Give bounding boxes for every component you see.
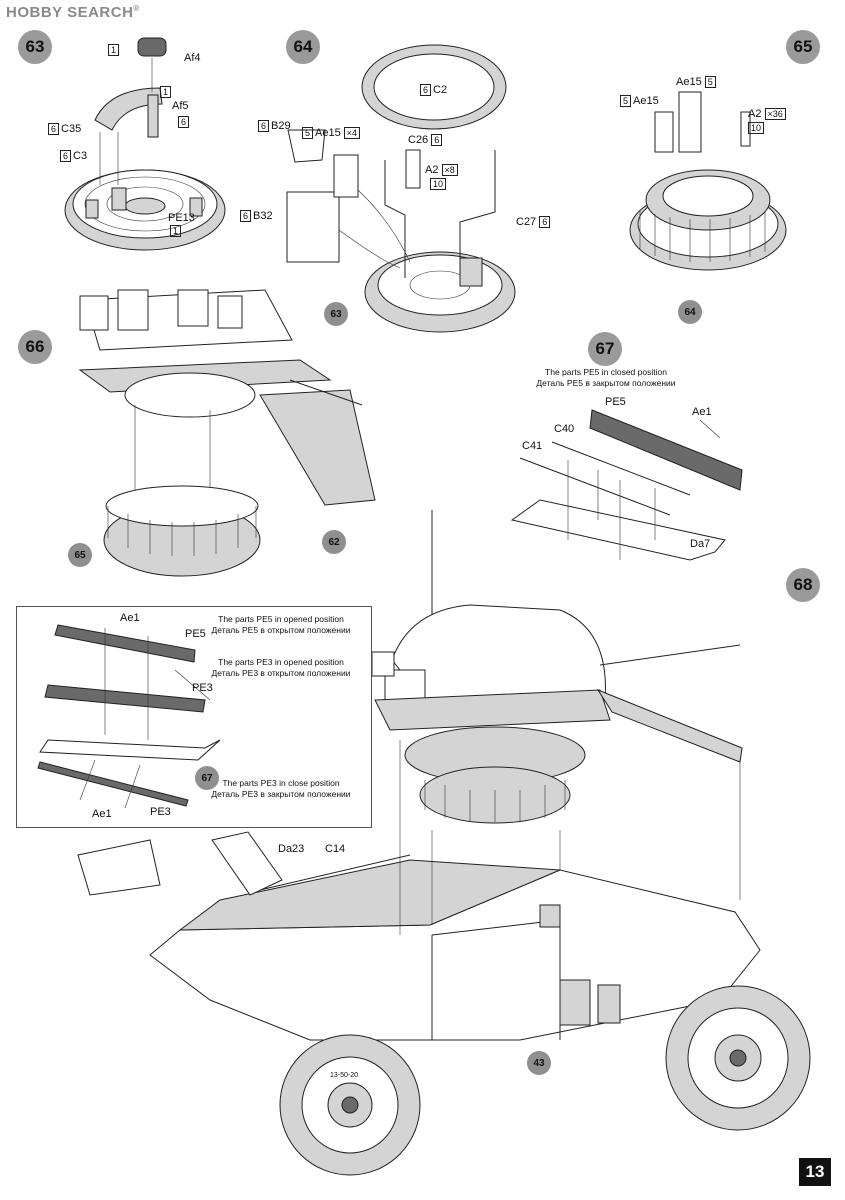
label-a2-box: 10 [430,178,448,190]
step65-drawing [629,91,787,271]
inset-drawing [37,624,221,809]
step-65-badge: 65 [786,30,820,64]
inset-label-pe5: PE5 [185,628,206,640]
label-ae1-67: Ae1 [692,406,712,418]
label-af5-box: 6 [178,116,191,128]
step-67-badge: 67 [588,332,622,366]
inset-panel [16,606,372,828]
label-c26: C26 6 [408,134,444,146]
inset-label-ae1-top: Ae1 [120,612,140,624]
ref-43-badge: 43 [527,1051,551,1075]
inset-note-pe3-close: The parts PE3 in close position Деталь P… [211,778,351,799]
ref-67-badge: 67 [195,766,219,790]
step-66-badge: 66 [18,330,52,364]
step-64-badge: 64 [286,30,320,64]
inset-note-pe3-open: The parts PE3 in opened position Деталь … [211,657,351,678]
label-ae15-top: Ae15 5 [676,76,718,88]
label-a2: A2 ×8 [425,164,460,176]
step67-drawing [510,409,743,561]
label-af4: 1 [108,44,121,56]
step68-drawing [77,510,811,1176]
label-pe5-67: PE5 [605,396,626,408]
watermark: HOBBY SEARCH® [6,4,140,21]
step66-drawing [78,289,376,577]
tire-marking-left: 13-50-20 [330,1072,359,1079]
inset-label-pe3-top: PE3 [192,682,213,694]
label-c41: C41 [522,440,543,452]
label-af5-text: Af5 [172,100,189,112]
label-c40: C40 [554,423,575,435]
inset-label-ae1-bottom: Ae1 [92,808,112,820]
inset-note-pe5-open: The parts PE5 in opened position Деталь … [211,614,351,635]
step-63-badge: 63 [18,30,52,64]
ref-62-badge: 62 [322,530,346,554]
label-pe13: PE13 [168,212,195,224]
label-af4-text: Af4 [184,52,201,64]
step63-drawing [64,37,226,251]
step67-note: The parts PE5 in closed position Деталь … [536,367,676,388]
label-c14: C14 [325,843,346,855]
label-pe13-box: 1 [170,225,183,237]
label-a2-65: A2 ×36 [748,108,788,120]
step64-drawing [286,44,516,333]
inset-label-pe3-bottom: PE3 [150,806,171,818]
label-c27: C27 6 [516,216,552,228]
label-a2-65-box: 10 [748,122,766,134]
ref-63-badge: 63 [324,302,348,326]
ref-64-badge: 64 [678,300,702,324]
step-68-badge: 68 [786,568,820,602]
label-da7: Da7 [690,538,711,550]
label-da23: Da23 [278,843,305,855]
label-af5: 1 [160,86,173,98]
page-number: 13 [799,1158,831,1186]
ref-65-badge: 65 [68,543,92,567]
